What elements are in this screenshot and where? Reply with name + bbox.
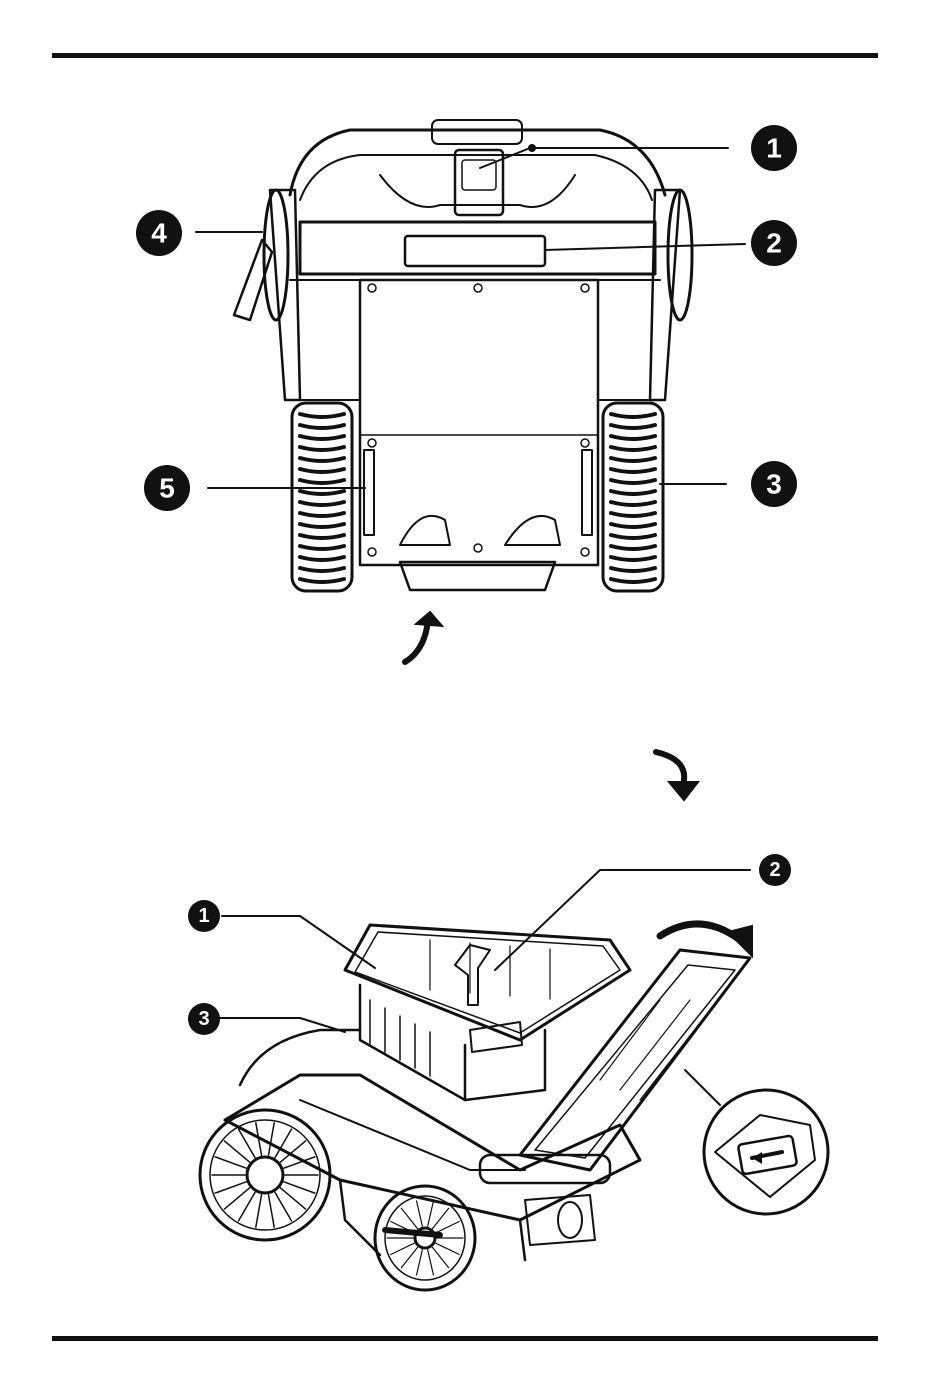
wheel-spoke [428, 1250, 434, 1275]
track-tread [611, 491, 655, 494]
wheel-spoke [268, 1123, 274, 1155]
robot-bottom-view-illustration: 1 2 3 4 5 [0, 0, 950, 700]
track-tread [611, 436, 655, 439]
track-tread [611, 425, 655, 428]
wheel-spoke [401, 1247, 417, 1267]
svg-text:4: 4 [151, 218, 167, 249]
track-tread [611, 535, 655, 538]
track-tread [300, 491, 344, 494]
track-tread [300, 557, 344, 560]
track-tread [611, 513, 655, 516]
flip-arrow-up-icon [405, 620, 428, 662]
track-tread [611, 469, 655, 472]
wheel-spoke [417, 1201, 423, 1226]
callout-open-3: 3 [188, 1003, 220, 1035]
flip-arrow-down-icon [656, 752, 684, 785]
wheel-spoke [224, 1141, 249, 1162]
wheel-spoke [401, 1208, 417, 1228]
wheel-spoke [432, 1208, 448, 1228]
wheel-spoke [417, 1250, 423, 1275]
wheel-spoke [215, 1182, 246, 1193]
bottom-rule [52, 1336, 878, 1341]
callout-2: 2 [751, 220, 797, 266]
robot-open-basket-illustration: 1 2 3 [0, 700, 950, 1320]
track-tread [300, 568, 344, 571]
track-tread [611, 546, 655, 549]
svg-text:1: 1 [766, 133, 782, 164]
track-tread [611, 447, 655, 450]
callout-open-1: 1 [188, 900, 220, 932]
svg-text:5: 5 [159, 473, 175, 504]
track-tread [611, 524, 655, 527]
callout-5: 5 [144, 465, 190, 511]
track-tread [300, 458, 344, 461]
wheel-spoke [215, 1157, 246, 1168]
wheel-spoke [239, 1192, 256, 1221]
track-tread [300, 436, 344, 439]
track-tread [611, 480, 655, 483]
callout-open-2: 2 [759, 854, 791, 886]
wheel-spoke [275, 1192, 292, 1221]
callout-4: 4 [136, 210, 182, 256]
wheel-spoke [432, 1247, 448, 1267]
track-tread [300, 469, 344, 472]
wheel-spoke [284, 1182, 315, 1193]
wheel-spoke [436, 1222, 459, 1233]
wheel-spoke [224, 1188, 249, 1209]
track-tread [300, 480, 344, 483]
track-tread [300, 535, 344, 538]
wheel-spoke [280, 1188, 305, 1209]
track-tread [300, 513, 344, 516]
track-tread [300, 546, 344, 549]
svg-text:3: 3 [198, 1008, 209, 1030]
wheel-spoke [428, 1201, 434, 1226]
svg-text:2: 2 [769, 859, 780, 881]
track-tread [300, 524, 344, 527]
track-tread [611, 579, 655, 582]
track-tread [611, 557, 655, 560]
wheel-spoke [391, 1243, 414, 1254]
track-tread [300, 447, 344, 450]
svg-text:3: 3 [766, 469, 782, 500]
wheel-spoke [256, 1195, 262, 1227]
track-tread [611, 502, 655, 505]
wheel-spoke [436, 1243, 459, 1254]
track-tread [611, 458, 655, 461]
track-tread [300, 579, 344, 582]
latch-detail-inset [685, 1070, 828, 1214]
callout-1: 1 [751, 125, 797, 171]
callout-3: 3 [751, 461, 797, 507]
svg-text:2: 2 [766, 228, 782, 259]
track-tread [300, 414, 344, 417]
track-tread [300, 425, 344, 428]
track-tread [300, 502, 344, 505]
svg-text:1: 1 [198, 905, 209, 927]
track-tread [611, 568, 655, 571]
track-tread [611, 414, 655, 417]
wheel-spoke [268, 1195, 274, 1227]
